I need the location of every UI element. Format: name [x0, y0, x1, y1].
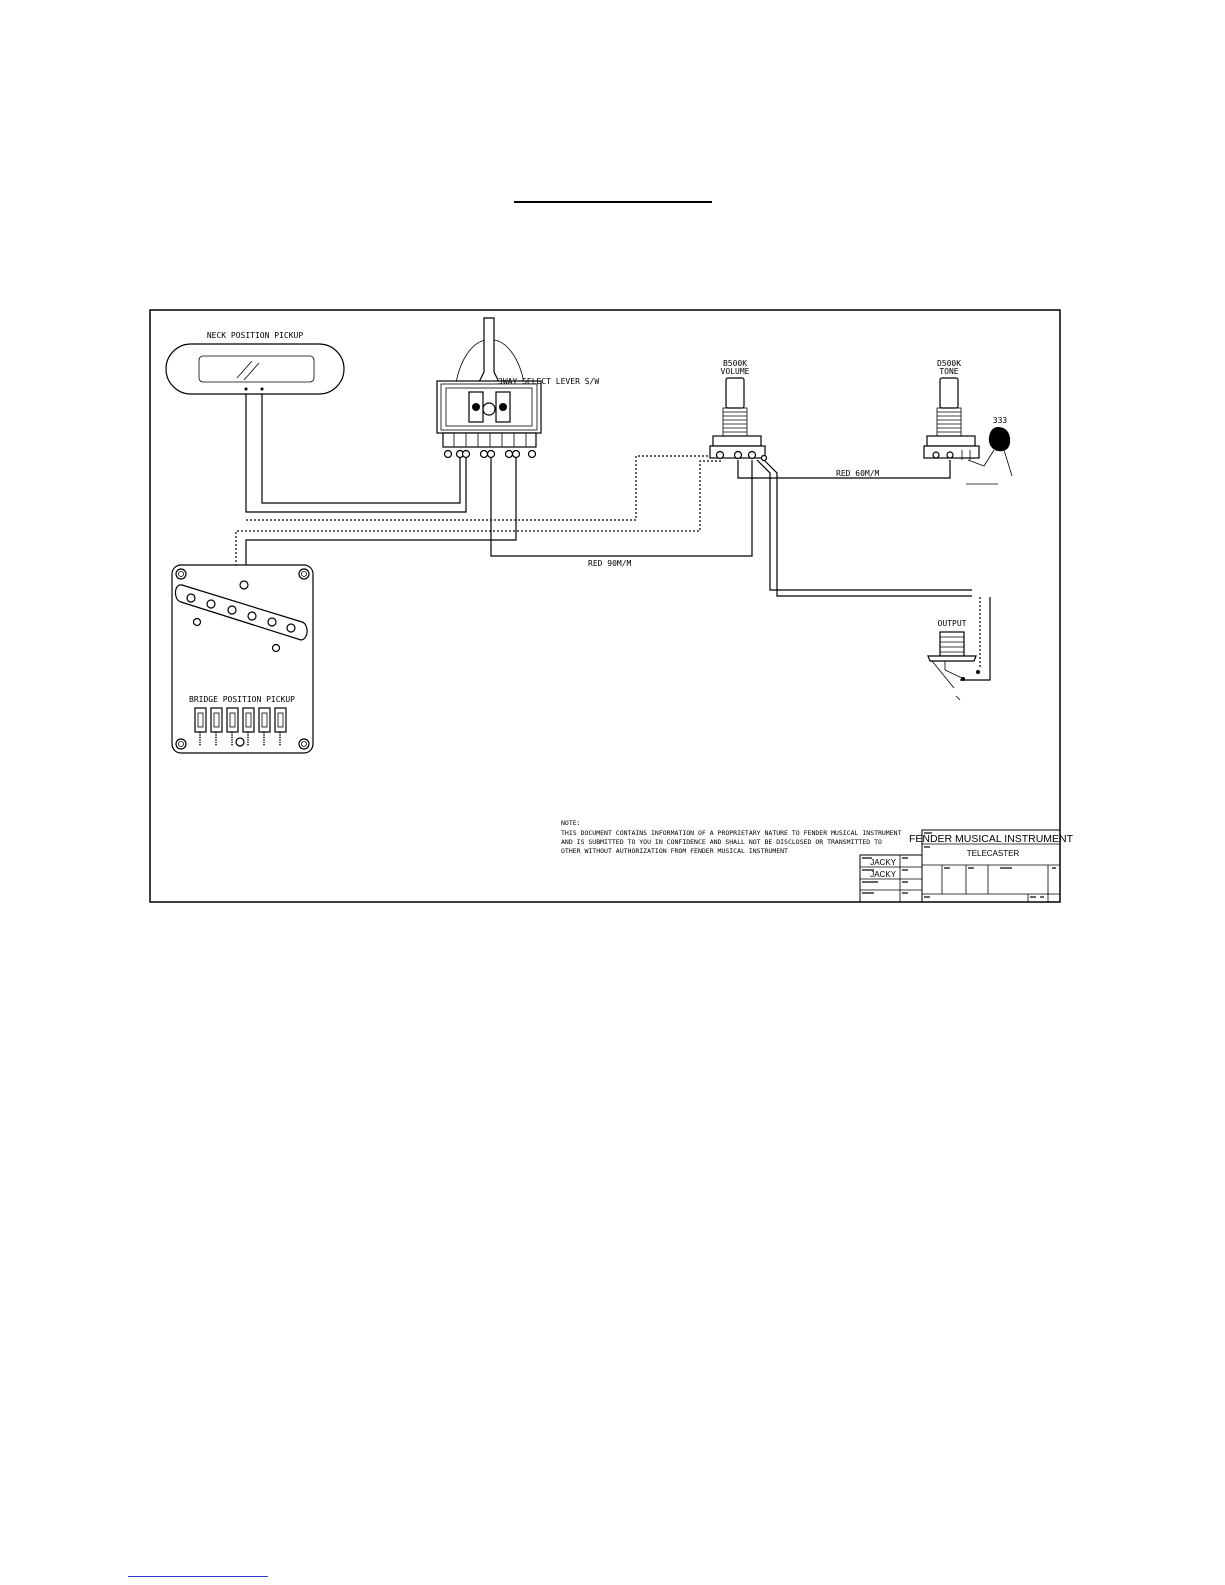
- title-block-drawn-by: JACKY: [870, 858, 896, 867]
- volume-name-label: VOLUME: [721, 367, 750, 376]
- wire-output-sleeve: [960, 597, 991, 681]
- note-line-2: AND IS SUBMITTED TO YOU IN CONFIDENCE AN…: [561, 838, 882, 846]
- note-line-1: THIS DOCUMENT CONTAINS INFORMATION OF A …: [561, 829, 902, 837]
- title-block-company: FENDER MUSICAL INSTRUMENT: [909, 833, 1074, 845]
- wire-neck-hot: [245, 393, 467, 513]
- output-label: OUTPUT: [938, 619, 967, 628]
- wire-neck-ground: [261, 393, 461, 504]
- switch-lever: [477, 317, 501, 385]
- wire-red-60-label: RED 60M/M: [836, 469, 880, 478]
- wire-switch-to-volume: [246, 455, 722, 521]
- title-block: FENDER MUSICAL INSTRUMENT TELECASTER JAC…: [859, 829, 1074, 903]
- switch-lugs: [442, 432, 537, 459]
- wire-output-ground: [763, 459, 972, 597]
- switch-label: 3WAY SELECT LEVER S/W: [498, 377, 599, 386]
- note-block: NOTE: THIS DOCUMENT CONTAINS INFORMATION…: [561, 819, 902, 855]
- capacitor-label: 333: [993, 416, 1008, 425]
- wire-red-90: [490, 455, 753, 557]
- wire-output-hot: [756, 459, 972, 591]
- three-way-switch: 3WAY SELECT LEVER S/W: [436, 317, 599, 459]
- tone-pot: D500K TONE: [923, 359, 980, 460]
- wire-bridge-hot: [245, 455, 517, 577]
- footer-rule: [128, 1576, 268, 1577]
- wire-bridge-shield: [235, 460, 722, 578]
- bridge-pickup: BRIDGE POSITION PICKUP: [171, 564, 314, 754]
- bridge-saddles: [194, 707, 287, 747]
- note-line-3: OTHER WITHOUT AUTHORIZATION FROM FENDER …: [561, 847, 788, 855]
- drawing-frame: [149, 309, 1061, 903]
- neck-pickup-label: NECK POSITION PICKUP: [207, 331, 304, 340]
- output-jack: OUTPUT: [927, 619, 980, 701]
- wire-red-60: [737, 460, 951, 479]
- wires: [235, 393, 991, 681]
- capacitor: 333: [966, 416, 1013, 485]
- note-heading: NOTE:: [561, 819, 581, 827]
- tone-value-label: D500K: [937, 359, 961, 368]
- bridge-pickup-label: BRIDGE POSITION PICKUP: [189, 695, 295, 704]
- title-block-checked-by: JACKY: [870, 870, 896, 879]
- volume-value-label: B500K: [723, 359, 747, 368]
- wire-red-90-label: RED 90M/M: [588, 559, 632, 568]
- volume-pot: B500K VOLUME: [709, 359, 768, 462]
- header-rule: [514, 201, 712, 203]
- tone-name-label: TONE: [939, 367, 958, 376]
- title-block-title: TELECASTER: [967, 849, 1020, 858]
- neck-pickup: NECK POSITION PICKUP: [165, 331, 345, 395]
